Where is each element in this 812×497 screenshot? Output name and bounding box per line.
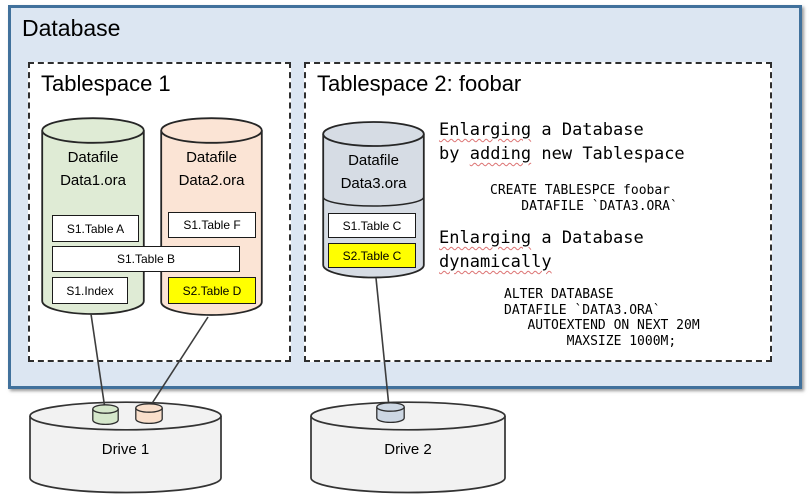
drive1-orange-extent-icon: [135, 403, 163, 425]
note-heading-dynamically: Enlarging a Database dynamically: [439, 228, 644, 272]
datafile3-cylinder-icon: [322, 121, 425, 279]
segment-box-s1-index: S1.Index: [52, 277, 128, 304]
datafile2-label: Datafile Data2.ora: [178, 149, 245, 189]
note-code-create-tablespace: CREATE TABLESPCE foobar DATAFILE `DATA3.…: [490, 183, 678, 214]
tablespace1-title: Tablespace 1: [41, 71, 171, 96]
segment-box-s1-table-b: S1.Table B: [52, 246, 240, 272]
segment-box-s1-table-c: S1.Table C: [328, 213, 416, 238]
note-heading-add-tablespace: Enlarging a Database by adding new Table…: [439, 120, 685, 164]
datafile3-label: Datafile Data3.ora: [340, 152, 407, 192]
drive2-label: Drive 2: [384, 441, 432, 458]
segment-box-s1-table-f: S1.Table F: [168, 212, 256, 238]
datafile1-label: Datafile Data1.ora: [60, 149, 126, 189]
drive2-gray-extent-icon: [376, 402, 405, 424]
segment-box-s1-table-a: S1.Table A: [52, 215, 139, 242]
database-title: Database: [22, 15, 121, 41]
datafile3-seam-arc: [322, 196, 425, 207]
drive2-cylinder-icon: [310, 401, 506, 494]
segment-box-s2-table-d: S2.Table D: [168, 277, 256, 304]
drive1-cylinder-icon: [29, 401, 222, 494]
tablespace2-title: Tablespace 2: foobar: [317, 71, 522, 96]
drive1-label: Drive 1: [101, 441, 150, 458]
segment-box-s2-table-c: S2.Table C: [328, 243, 416, 268]
drive1-green-extent-icon: [92, 404, 119, 426]
note-code-alter-database: ALTER DATABASE DATAFILE `DATA3.ORA` AUTO…: [504, 287, 700, 349]
